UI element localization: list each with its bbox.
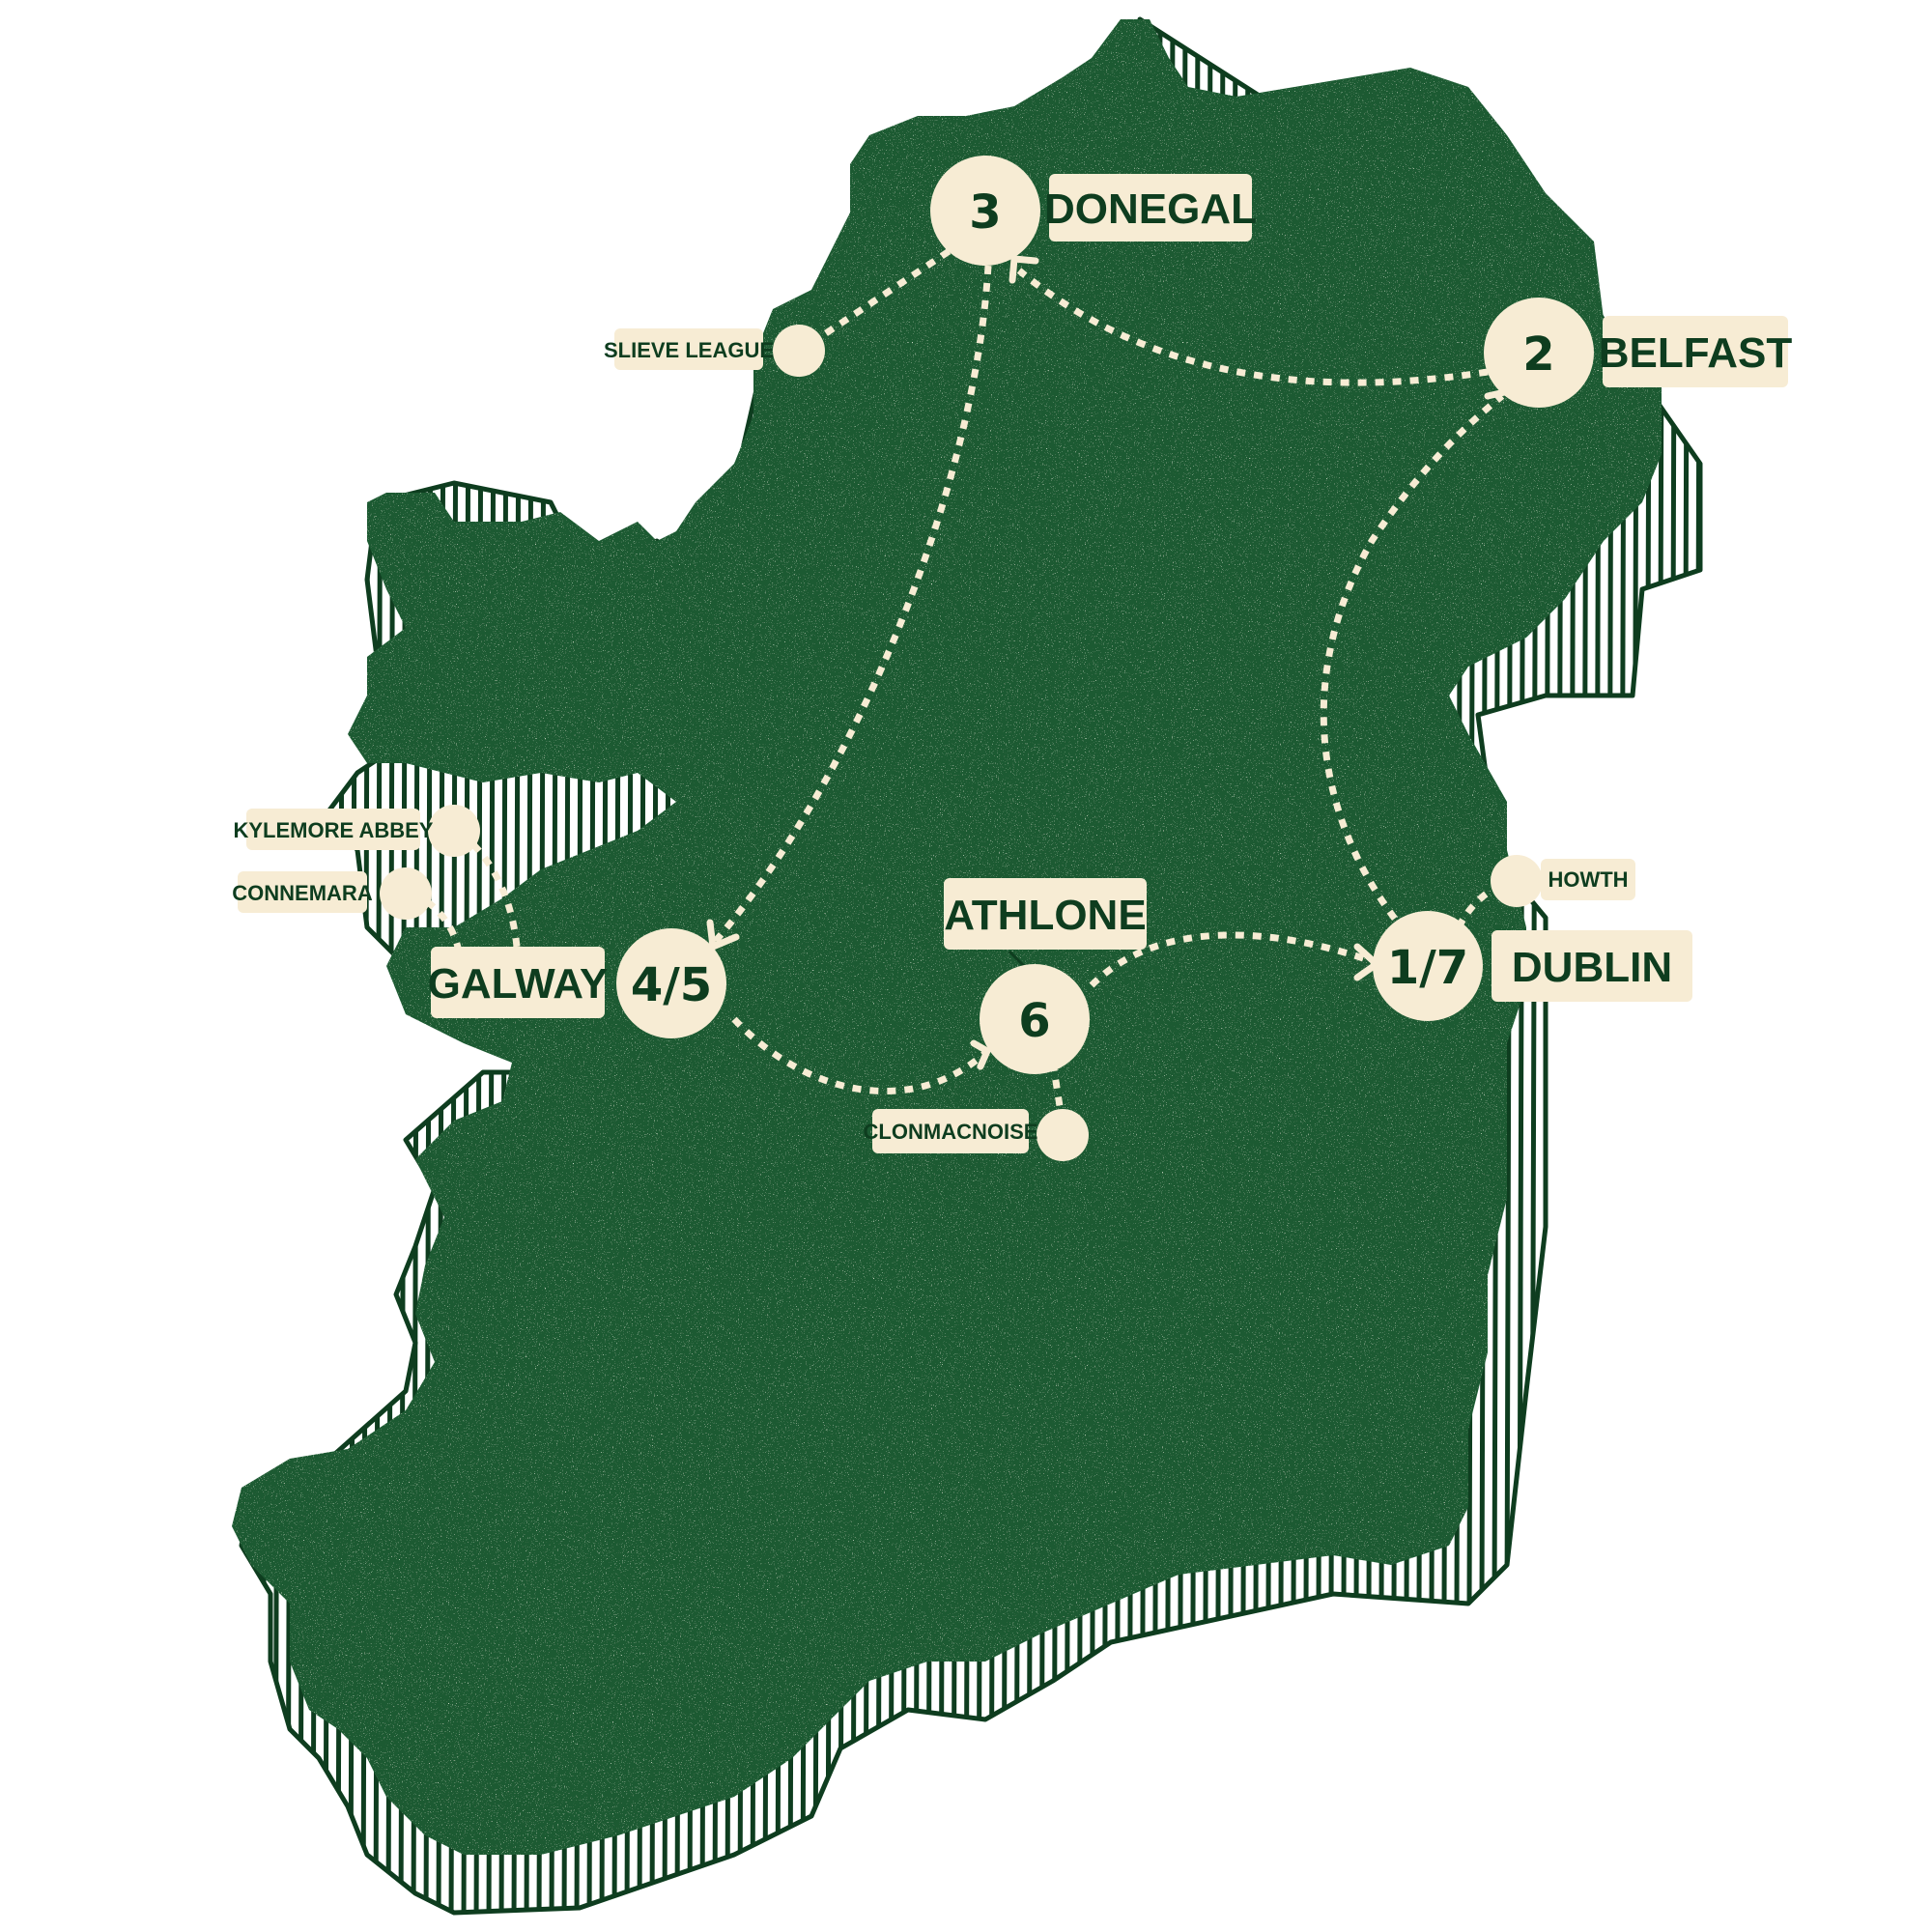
stop-number-belfast: 2	[1522, 327, 1554, 382]
route-galway-athlone	[731, 1016, 988, 1095]
stop-label-box-galway	[431, 947, 605, 1018]
stop-markers: 3 DONEGAL 2 BELFAST 4/5 GALWAY ATHLONE 6…	[428, 156, 1793, 1074]
poi-label-box-kylemore-abbey	[246, 809, 420, 850]
stop-label-galway: GALWAY	[428, 960, 609, 1008]
route-galway-connemara	[413, 890, 463, 952]
stop-number-galway: 4/5	[631, 958, 712, 1012]
poi-label-slieve-league: SLIEVE LEAGUE	[604, 338, 774, 362]
stop-number-athlone: 6	[1018, 994, 1050, 1048]
hatch-line	[1707, 0, 1713, 1932]
poi-label-box-slieve-league	[614, 328, 763, 370]
stop-label-box-athlone	[944, 878, 1147, 950]
stop-number-dublin: 1/7	[1387, 941, 1468, 995]
stop-marker-athlone[interactable]	[980, 964, 1090, 1074]
poi-dot-clonmacnoise[interactable]	[1037, 1109, 1089, 1161]
stop-label-dublin: DUBLIN	[1512, 944, 1672, 991]
poi-label-box-howth	[1541, 859, 1635, 900]
arrow-to-donegal	[1009, 255, 1039, 284]
hatch-line	[1691, 19, 1700, 1913]
poi-dot-kylemore-abbey[interactable]	[428, 805, 480, 857]
stop-label-belfast: BELFAST	[1599, 329, 1793, 377]
poi-label-box-clonmacnoise	[872, 1109, 1029, 1153]
hatch-line	[200, 0, 206, 1932]
poi-label-clonmacnoise: CLONMACNOISE	[864, 1120, 1038, 1144]
side-trip-dots	[380, 325, 1543, 1161]
hatch-line	[1719, 0, 1725, 1932]
stop-label-athlone: ATHLONE	[944, 892, 1146, 939]
hatch-line	[187, 0, 193, 1932]
route-belfast-donegal	[1016, 268, 1489, 386]
route-donegal-galway	[712, 265, 992, 945]
stop-label-box-donegal	[1049, 174, 1252, 242]
side-trip-labels: SLIEVE LEAGUE KYLEMORE ABBEY CONNEMARA C…	[232, 328, 1635, 1153]
poi-label-howth: HOWTH	[1548, 867, 1628, 892]
poi-dot-connemara[interactable]	[380, 867, 432, 920]
poi-label-connemara: CONNEMARA	[232, 881, 373, 905]
hatch-line	[247, 19, 259, 1913]
poi-dot-slieve-league[interactable]	[773, 325, 825, 377]
stop-marker-belfast[interactable]	[1484, 298, 1594, 408]
stop-label-donegal: DONEGAL	[1044, 185, 1257, 233]
stop-marker-galway[interactable]	[616, 928, 726, 1038]
hatch-line	[260, 19, 271, 1913]
poi-label-box-connemara	[238, 871, 367, 913]
stop-marker-donegal[interactable]	[930, 156, 1040, 266]
poi-dot-howth[interactable]	[1491, 855, 1543, 907]
route-dublin-belfast	[1320, 393, 1505, 935]
arrow-to-galway	[706, 919, 740, 951]
stop-marker-dublin[interactable]	[1373, 911, 1483, 1021]
stop-label-box-dublin	[1492, 930, 1692, 1002]
arrow-to-athlone	[970, 1039, 991, 1070]
hatch-line	[242, 19, 246, 1913]
route-lines	[413, 243, 1513, 1107]
athlone-pointer	[1008, 950, 1026, 968]
hatch-line	[1732, 0, 1738, 1932]
stop-number-donegal: 3	[969, 185, 1001, 240]
hatch-line	[225, 0, 231, 1932]
hatch-line	[213, 0, 218, 1932]
route-athlone-dublin	[1089, 931, 1374, 988]
stop-label-box-belfast	[1603, 316, 1788, 387]
poi-label-kylemore-abbey: KYLEMORE ABBEY	[234, 818, 434, 842]
